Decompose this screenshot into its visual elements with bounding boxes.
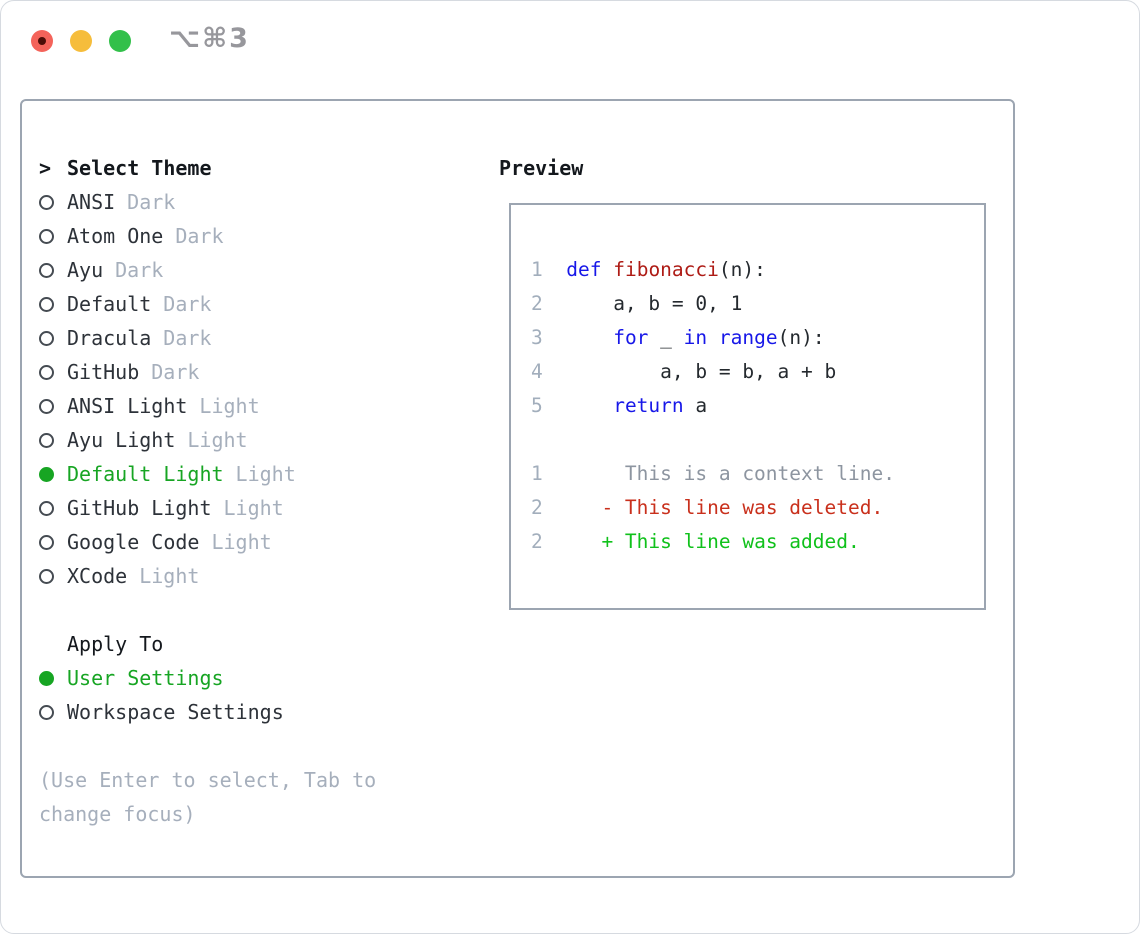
theme-variant-label: Dark	[163, 326, 212, 350]
radio-icon	[39, 364, 54, 380]
theme-option[interactable]: Dracula Dark	[39, 321, 499, 355]
code-line: 2 a, b = 0, 1	[531, 292, 743, 315]
option-label: GitHub Light	[67, 496, 212, 520]
theme-variant-label: Dark	[163, 292, 212, 316]
close-button[interactable]	[31, 30, 53, 52]
radio-icon	[39, 330, 54, 346]
option-label: XCode	[67, 564, 128, 588]
theme-option[interactable]: Ayu Light Light	[39, 423, 499, 457]
minimize-button[interactable]	[70, 30, 92, 52]
select-theme-heading: > Select Theme	[39, 151, 499, 185]
apply-to-option[interactable]: User Settings	[39, 661, 499, 695]
code-line: 1 This is a context line.	[531, 462, 895, 485]
radio-selected-icon	[39, 670, 54, 686]
radio-icon	[39, 194, 54, 210]
theme-option[interactable]: ANSI Dark	[39, 185, 499, 219]
theme-option[interactable]: XCode Light	[39, 559, 499, 593]
apply-to-heading-label: Apply To	[67, 632, 164, 656]
close-button-dot-icon	[38, 37, 46, 45]
radio-icon	[39, 432, 54, 448]
code-line: 2 + This line was added.	[531, 530, 860, 553]
theme-option[interactable]: Google Code Light	[39, 525, 499, 559]
radio-icon	[39, 704, 54, 720]
apply-to-option[interactable]: Workspace Settings	[39, 695, 499, 729]
window-controls	[31, 30, 131, 52]
preview-column: Preview 1 def fibonacci(n): 2 a, b = 0, 1…	[499, 151, 987, 876]
option-label: GitHub	[67, 360, 140, 384]
option-label: ANSI Light	[67, 394, 188, 418]
theme-option[interactable]: ANSI Light Light	[39, 389, 499, 423]
keyboard-hint-text: (Use Enter to select, Tab to change focu…	[39, 768, 377, 826]
option-label: Atom One	[67, 224, 164, 248]
radio-icon	[39, 500, 54, 516]
option-label: Dracula	[67, 326, 152, 350]
theme-option[interactable]: GitHub Dark	[39, 355, 499, 389]
radio-icon	[39, 228, 54, 244]
theme-option[interactable]: Ayu Dark	[39, 253, 499, 287]
code-line: 3 for _ in range(n):	[531, 326, 825, 349]
theme-option[interactable]: Atom One Dark	[39, 219, 499, 253]
code-line: 5 return a	[531, 394, 708, 417]
option-label: Default	[67, 292, 152, 316]
focus-caret-icon: >	[39, 156, 52, 180]
apply-to-heading: Apply To	[39, 627, 499, 661]
theme-variant-label: Light	[211, 530, 272, 554]
radio-icon	[39, 534, 54, 550]
radio-icon	[39, 296, 54, 312]
option-label: Workspace Settings	[67, 700, 284, 724]
theme-variant-label: Light	[139, 564, 200, 588]
theme-variant-label: Light	[223, 496, 284, 520]
option-label: Google Code	[67, 530, 200, 554]
option-label: Ayu Light	[67, 428, 176, 452]
theme-variant-label: Dark	[115, 258, 164, 282]
code-line: 1 def fibonacci(n):	[531, 258, 766, 281]
theme-option[interactable]: GitHub Light Light	[39, 491, 499, 525]
theme-variant-label: Dark	[175, 224, 224, 248]
theme-variant-label: Light	[199, 394, 260, 418]
window-title-shortcut: ⌥⌘3	[169, 23, 250, 54]
option-label: User Settings	[67, 666, 224, 690]
zoom-button[interactable]	[109, 30, 131, 52]
radio-icon	[39, 398, 54, 414]
code-line: 4 a, b = b, a + b	[531, 360, 837, 383]
radio-icon	[39, 262, 54, 278]
option-label: Ayu	[67, 258, 104, 282]
theme-option[interactable]: Default Dark	[39, 287, 499, 321]
option-label: Default Light	[67, 462, 224, 486]
radio-selected-icon	[39, 466, 54, 482]
select-theme-heading-label: Select Theme	[67, 156, 212, 180]
code-line: 2 - This line was deleted.	[531, 496, 884, 519]
theme-option[interactable]: Default Light Light	[39, 457, 499, 491]
option-label: ANSI	[67, 190, 116, 214]
code-line	[531, 423, 964, 457]
theme-variant-label: Light	[187, 428, 248, 452]
theme-variant-label: Light	[235, 462, 296, 486]
preview-heading: Preview	[499, 156, 584, 180]
theme-variant-label: Dark	[127, 190, 176, 214]
theme-variant-label: Dark	[151, 360, 200, 384]
radio-icon	[39, 568, 54, 584]
preview-code: 1 def fibonacci(n): 2 a, b = 0, 1 3 for _ …	[509, 203, 986, 610]
